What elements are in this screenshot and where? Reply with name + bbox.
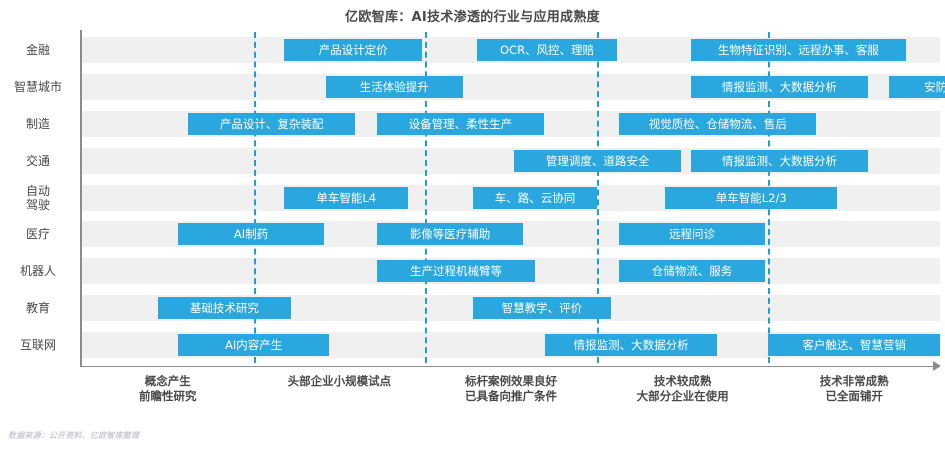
- task-box[interactable]: 设备管理、柔性生产: [377, 112, 544, 135]
- stage-label-line1: 技术较成熟: [653, 374, 712, 388]
- stage-label-line2: 大部分企业在使用: [636, 389, 729, 403]
- stage-label-1: 概念产生前瞻性研究: [83, 374, 253, 404]
- task-box[interactable]: 单车智能L2/3: [665, 186, 838, 209]
- row-label-交通: 交通: [0, 154, 78, 168]
- stage-label-line2: 前瞻性研究: [139, 389, 197, 403]
- task-box[interactable]: 客户触达、智慧营销: [768, 333, 940, 356]
- gridline-stage-1: [253, 32, 256, 363]
- row-label-制造: 制造: [0, 117, 78, 131]
- y-axis-line: [80, 30, 82, 367]
- row-label-line: 制造: [25, 116, 50, 131]
- row-label-line: 机器人: [19, 264, 56, 279]
- task-box[interactable]: 生物特征识别、远程办事、客服: [691, 39, 906, 62]
- stage-label-5: 技术非常成熟已全面铺开: [769, 374, 939, 404]
- row-label-line: 驾驶: [25, 197, 50, 212]
- row-label-智慧城市: 智慧城市: [0, 80, 78, 94]
- row-label-line: 金融: [25, 43, 50, 58]
- row-label-line: 互联网: [19, 337, 56, 352]
- task-box[interactable]: 单车智能L4: [284, 186, 409, 209]
- task-box[interactable]: 车、路、云协同: [473, 186, 597, 209]
- stage-label-2: 头部企业小规模试点: [254, 374, 424, 389]
- task-box[interactable]: 生产过程机械臂等: [377, 260, 535, 283]
- row-label-line: 医疗: [25, 227, 50, 242]
- task-box[interactable]: 产品设计定价: [284, 39, 422, 62]
- stage-label-line1: 头部企业小规模试点: [287, 374, 392, 388]
- row-label-line: 自动: [25, 183, 50, 198]
- task-box[interactable]: 智慧教学、评价: [473, 296, 611, 319]
- task-box[interactable]: 生活体验提升: [325, 76, 463, 99]
- x-axis-arrow-icon: [933, 361, 941, 371]
- row-label-医疗: 医疗: [0, 227, 78, 241]
- task-box[interactable]: 管理调度、道路安全: [514, 149, 681, 172]
- row-label-line: 交通: [25, 153, 50, 168]
- task-box[interactable]: 情报监测、大数据分析: [545, 333, 717, 356]
- task-box[interactable]: AI内容产生: [178, 333, 330, 356]
- stage-label-line1: 标杆案例效果良好: [465, 374, 557, 388]
- task-box[interactable]: 远程问诊: [619, 223, 765, 246]
- row-label-column: 金融智慧城市制造交通自动驾驶医疗机器人教育互联网: [0, 32, 78, 363]
- x-axis-line: [80, 366, 935, 367]
- gridline-stage-2: [425, 32, 428, 363]
- source-footnote: 数据来源：公开资料、亿欧智库整理: [8, 431, 140, 440]
- task-box[interactable]: 影像等医疗辅助: [377, 223, 523, 246]
- task-box[interactable]: 安防: [888, 76, 945, 99]
- row-label-line: 智慧城市: [13, 80, 62, 95]
- row-label-金融: 金融: [0, 43, 78, 57]
- task-box[interactable]: OCR、风控、理赔: [476, 39, 618, 62]
- stage-label-4: 技术较成熟大部分企业在使用: [598, 374, 768, 404]
- task-box[interactable]: 视觉质检、仓储物流、售后: [619, 112, 817, 135]
- row-label-教育: 教育: [0, 301, 78, 315]
- row-label-机器人: 机器人: [0, 264, 78, 278]
- stage-label-line1: 概念产生: [144, 374, 191, 388]
- task-box[interactable]: 仓储物流、服务: [619, 260, 765, 283]
- task-box[interactable]: 情报监测、大数据分析: [691, 149, 868, 172]
- task-box[interactable]: 基础技术研究: [157, 296, 292, 319]
- stage-label-3: 标杆案例效果良好已具备向推广条件: [426, 374, 596, 404]
- task-box[interactable]: AI制药: [178, 223, 324, 246]
- task-box[interactable]: 情报监测、大数据分析: [691, 76, 868, 99]
- gridline-stage-3: [596, 32, 599, 363]
- page-title: 亿欧智库：AI技术渗透的行业与应用成熟度: [345, 10, 600, 25]
- stage-label-line2: 已具备向推广条件: [465, 389, 557, 403]
- stage-label-line1: 技术非常成熟: [819, 374, 889, 388]
- row-label-互联网: 互联网: [0, 338, 78, 352]
- stage-label-line2: 已全面铺开: [825, 389, 883, 403]
- task-box[interactable]: 产品设计、复杂装配: [188, 112, 355, 135]
- row-label-自动驾驶: 自动驾驶: [0, 184, 78, 212]
- row-label-line: 教育: [25, 300, 50, 315]
